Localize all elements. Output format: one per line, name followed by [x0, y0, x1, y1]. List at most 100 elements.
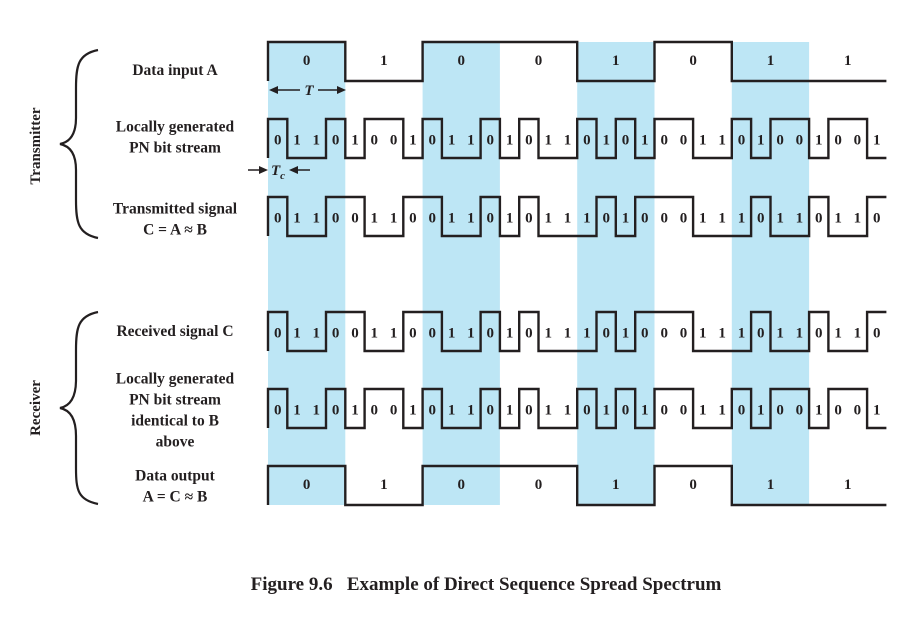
row-label-tx_signal: Transmitted signal: [113, 201, 238, 218]
transmitter-label: Transmitter: [28, 107, 44, 185]
bit-label: 0: [332, 403, 340, 419]
bit-label: 1: [506, 133, 514, 149]
bit-label: 0: [303, 53, 311, 69]
chip-annotation: Tc: [248, 163, 310, 182]
bit-label: 0: [332, 326, 340, 342]
row-label-rx_signal: Received signal C: [116, 323, 233, 340]
row-label-pn_tx: Locally generated: [116, 119, 235, 136]
bit-label: 0: [390, 403, 398, 419]
bit-label: 0: [525, 326, 533, 342]
bit-label: 0: [274, 133, 282, 149]
bit-label: 1: [293, 403, 301, 419]
bit-label: 1: [602, 133, 610, 149]
bit-label: 0: [583, 403, 591, 419]
row-label-pn_rx: PN bit stream: [129, 392, 221, 409]
bit-label: 0: [303, 477, 311, 493]
receiver-label: Receiver: [28, 380, 44, 436]
period-label: T: [304, 83, 314, 99]
bit-label: 0: [535, 477, 543, 493]
bit-label: 0: [274, 211, 282, 227]
chip-arrowhead-left: [259, 166, 268, 174]
bit-label: 1: [544, 211, 552, 227]
bit-label: 0: [815, 211, 823, 227]
bit-label: 0: [390, 133, 398, 149]
bit-label: 0: [486, 211, 494, 227]
bit-label: 1: [293, 211, 301, 227]
bit-label: 1: [371, 326, 379, 342]
bit-label: 1: [564, 133, 572, 149]
bit-label: 0: [525, 211, 533, 227]
row-label-data_out: Data output: [135, 468, 216, 485]
bit-label: 0: [525, 133, 533, 149]
bit-label: 0: [854, 403, 862, 419]
bit-label: 1: [699, 133, 707, 149]
bit-label: 0: [641, 326, 649, 342]
bit-label: 1: [718, 326, 726, 342]
receiver-brace: [59, 310, 99, 506]
bit-label: 0: [458, 53, 466, 69]
bit-label: 1: [796, 326, 804, 342]
waveform-data_in: [266, 40, 887, 83]
bit-label: 1: [293, 326, 301, 342]
bit-label: 1: [776, 211, 784, 227]
bit-label: 0: [796, 403, 804, 419]
bit-label: 1: [815, 133, 823, 149]
bit-label: 1: [583, 211, 591, 227]
highlight-band: [422, 42, 500, 505]
highlight-bands: [268, 42, 810, 505]
bit-label: 1: [699, 403, 707, 419]
bit-label: 1: [796, 211, 804, 227]
bit-label: 1: [390, 211, 398, 227]
bit-label: 1: [622, 326, 630, 342]
bit-label: 1: [834, 211, 842, 227]
row-label-pn_rx: identical to B: [131, 413, 219, 430]
bit-label: 1: [351, 403, 359, 419]
bit-label: 1: [718, 133, 726, 149]
bit-label: 1: [313, 326, 321, 342]
bit-label: 0: [429, 211, 437, 227]
bit-label: 0: [458, 477, 466, 493]
bit-label: 1: [873, 403, 881, 419]
bit-label: 1: [544, 403, 552, 419]
bit-label: 1: [390, 326, 398, 342]
bit-label: 1: [641, 403, 649, 419]
waveform-tx_signal: [266, 195, 887, 238]
bit-label: 1: [351, 133, 359, 149]
highlight-band: [268, 42, 346, 505]
bit-label: 0: [602, 211, 610, 227]
bit-label: 0: [622, 133, 630, 149]
bit-label: 1: [738, 211, 746, 227]
bit-label: 0: [757, 326, 765, 342]
bit-label: 1: [380, 53, 388, 69]
bit-label: 0: [622, 403, 630, 419]
bit-label: 1: [767, 477, 775, 493]
bit-label: 0: [680, 133, 688, 149]
bit-label: 0: [680, 403, 688, 419]
bit-label: 1: [371, 211, 379, 227]
bit-label: 1: [467, 403, 475, 419]
bit-label: 0: [332, 211, 340, 227]
bit-label: 1: [544, 133, 552, 149]
row-labels: Data input A Locally generated PN bit stre…: [113, 62, 238, 506]
bit-label: 1: [564, 403, 572, 419]
bit-label: 0: [738, 403, 746, 419]
row-label-pn_rx: above: [156, 434, 195, 451]
bit-label: 0: [776, 403, 784, 419]
bit-label: 1: [718, 211, 726, 227]
waveform-data_out: [266, 464, 887, 507]
bit-label: 0: [689, 53, 697, 69]
bit-label: 1: [873, 133, 881, 149]
figure-caption: Figure 9.6 Example of Direct Sequence Sp…: [251, 574, 722, 595]
row-label-pn_rx: Locally generated: [116, 371, 235, 388]
bit-label: 0: [641, 211, 649, 227]
bit-label: 0: [486, 326, 494, 342]
bit-label: 1: [448, 326, 456, 342]
period-arrowhead-right: [337, 86, 346, 94]
chip-label: Tc: [271, 163, 285, 182]
bit-label: 1: [757, 403, 765, 419]
bit-label: 1: [641, 133, 649, 149]
bit-label: 0: [535, 53, 543, 69]
row-label-data_in: Data input A: [132, 62, 218, 79]
